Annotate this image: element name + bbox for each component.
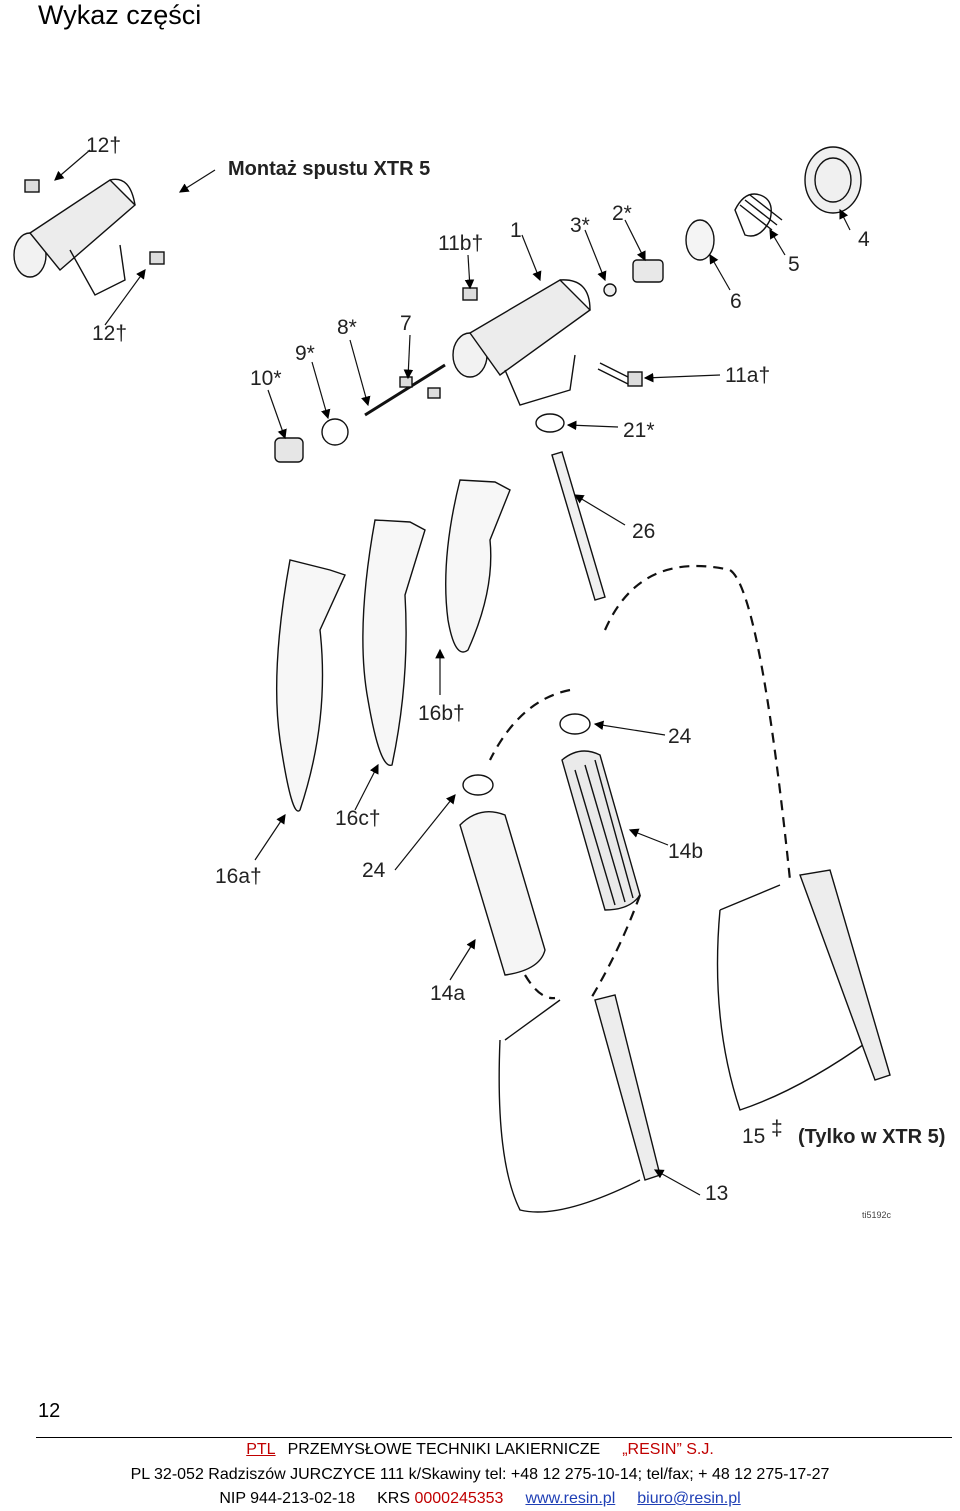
label-15: 15 [742,1125,765,1148]
label-16b: 16b† [418,702,465,725]
part-5-spring [734,193,772,237]
assembly-guide-line [603,564,792,881]
part-15-guard [716,884,871,1111]
label-13: 13 [705,1182,728,1205]
part-21-oring [535,413,565,433]
website-link[interactable]: www.resin.pl [525,1490,616,1507]
label-16c: 16c† [335,807,381,830]
label-12-bottom: 12† [92,322,127,345]
label-3: 3* [570,214,590,237]
part-26-filter [551,451,606,601]
email-link[interactable]: biuro@resin.pl [637,1490,741,1507]
company-name: PRZEMYSŁOWE TECHNIKI LAKIERNICZE [287,1441,601,1458]
nip: NIP 944-213-02-18 [219,1490,356,1507]
company-abbr: PTL [246,1441,276,1458]
label-14a: 14a [430,982,465,1005]
footer-contact-line: NIP 944-213-02-18 KRS 0000245353 www.resin… [0,1490,960,1508]
label-11a: 11a† [725,364,770,387]
label-16a: 16a† [215,865,262,888]
part-13-guard [498,999,641,1213]
xtr5-only-caption: (Tylko w XTR 5) [798,1126,945,1148]
label-12-top: 12† [86,134,121,157]
label-15-mark: ‡ [771,1117,783,1140]
part-13-swivel [594,994,661,1181]
label-4: 4 [858,228,870,251]
label-26: 26 [632,520,655,543]
part-16c-trigger [362,519,426,766]
footer-address: PL 32-052 Radziszów JURCZYCE 111 k/Skawi… [130,1466,830,1483]
exploded-parts-diagram: Montaż spustu XTR 5 12† 12† 11b† 1 3* 2*… [13,134,945,1220]
footer-divider [36,1437,952,1438]
page-number: 12 [38,1400,61,1422]
part-3-washer [603,283,617,297]
part-24-oring-left [462,774,494,796]
assembly-caption: Montaż spustu XTR 5 [228,158,430,180]
part-15-grip [799,869,891,1081]
label-10: 10* [250,367,282,390]
label-6: 6 [730,290,742,313]
part-16b-trigger [445,479,511,653]
part-4-nut [804,146,862,214]
part-2-seat [632,259,664,283]
part-7-screw [399,376,413,388]
part-16a-trigger [275,559,346,812]
gun-body-drawing [452,279,643,406]
part-24-oring-right [559,713,591,735]
krs-number: 0000245353 [414,1490,504,1507]
trigger-assembly-drawing [13,178,165,296]
company-brand: „RESIN” S.J. [622,1441,714,1458]
part-10-cap [274,437,304,463]
part-9-ring [321,418,349,446]
label-11b: 11b† [438,232,483,255]
part-14a-handle [459,811,546,976]
label-5: 5 [788,253,800,276]
label-1: 1 [510,219,522,242]
label-8: 8* [337,316,357,339]
part-8-rod [364,363,446,417]
label-9: 9* [295,342,315,365]
label-2: 2* [612,202,632,225]
page-title: Wykaz części [38,0,202,30]
figure-ref-code: ti5192c [862,1210,892,1220]
label-14b: 14b [668,840,703,863]
footer-company-line: PTL PRZEMYSŁOWE TECHNIKI LAKIERNICZE „RESI… [0,1441,960,1459]
label-7: 7 [400,312,412,335]
krs-label: KRS [377,1490,411,1507]
label-24-right: 24 [668,725,692,748]
part-14b-grip [561,750,641,911]
label-24-left: 24 [362,859,386,882]
label-21: 21* [623,419,655,442]
part-6-gasket [685,219,715,261]
